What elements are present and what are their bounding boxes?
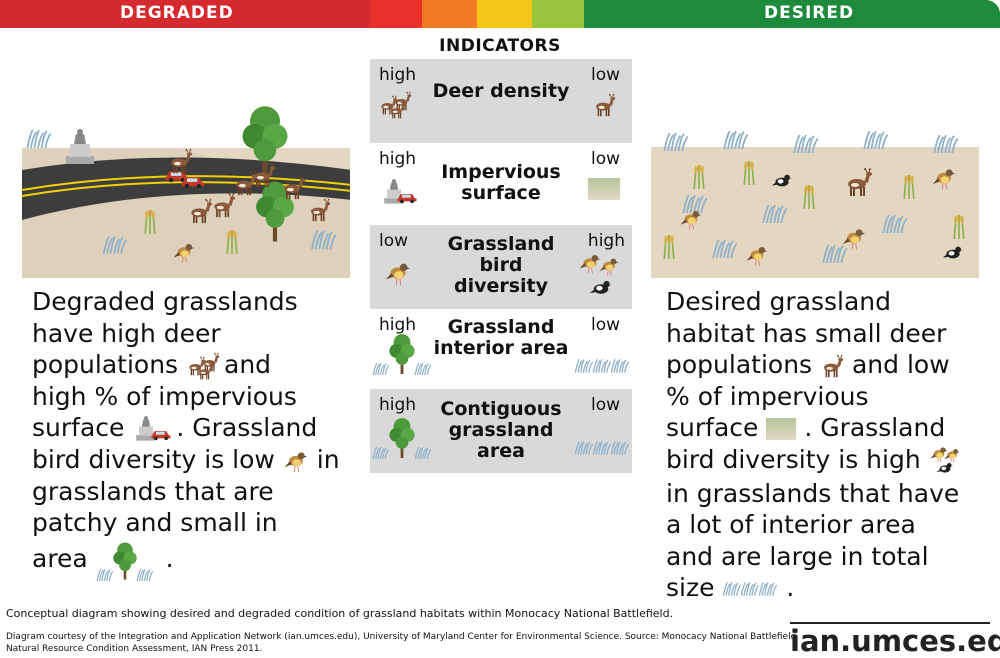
indicator-impervious-surface: high low Impervious surface xyxy=(370,143,632,227)
degraded-label: DEGRADED xyxy=(120,3,234,23)
single-deer-icon xyxy=(595,93,616,117)
tree-grassland-icon xyxy=(96,541,154,581)
desired-description: Desired grassland habitat has small deer… xyxy=(666,286,996,604)
single-deer-icon xyxy=(823,354,844,378)
text-line: % of impervious xyxy=(666,381,869,411)
single-bird-icon xyxy=(284,451,308,473)
multiple-birds-icon xyxy=(929,446,960,473)
desired-label: DESIRED xyxy=(764,3,855,23)
text-line: bird diversity is low in xyxy=(32,445,340,474)
text-line: grasslands that are xyxy=(32,476,274,506)
indicator-name: Grassland interior area xyxy=(433,316,569,359)
grass-strip-icon xyxy=(574,359,630,373)
monument-car-icon xyxy=(384,179,417,204)
tree-grassland-icon xyxy=(372,418,432,459)
text-line: Degraded grasslands xyxy=(32,287,298,316)
logo-rule xyxy=(790,622,990,624)
text-line: area . xyxy=(32,539,362,581)
text-line: size . xyxy=(666,573,795,602)
deer-herd-icon xyxy=(189,352,220,380)
multiple-birds-icon xyxy=(579,254,619,294)
degraded-scene xyxy=(22,100,350,278)
ian-logo[interactable]: ian.umces.edu xyxy=(790,624,1000,658)
text-line: patchy and small in xyxy=(32,508,278,537)
text-line: surface . Grassland xyxy=(32,413,318,442)
indicator-contiguous-area: high low Contiguous grassland area xyxy=(370,389,632,473)
grass-strip-icon xyxy=(574,441,630,455)
text-line: in grasslands that have xyxy=(666,478,960,508)
indicator-right-value: low xyxy=(590,395,620,415)
grass-patch-icon xyxy=(766,418,797,440)
indicator-name: Grassland bird diversity xyxy=(447,233,555,297)
text-line: high % of impervious xyxy=(32,381,297,411)
text-line: bird diversity is high xyxy=(666,444,996,478)
indicator-right-value: high xyxy=(587,231,625,251)
indicator-name: Deer density xyxy=(432,80,570,102)
indicator-left-value: high xyxy=(379,315,417,335)
indicator-right-value: low xyxy=(590,65,620,85)
indicator-right-value: low xyxy=(590,149,620,169)
grass-strip-icon xyxy=(723,582,778,596)
deer-herd-icon xyxy=(381,91,412,119)
figure-caption: Conceptual diagram showing desired and d… xyxy=(6,607,674,620)
text-line: a lot of interior area xyxy=(666,510,916,539)
tree-grassland-icon xyxy=(372,334,432,375)
text-line: surface . Grassland xyxy=(666,413,946,442)
text-line: and are large in total xyxy=(666,541,929,571)
indicator-interior-area: high low Grassland interior area xyxy=(370,309,632,393)
indicator-left-value: high xyxy=(379,149,417,169)
desired-scene xyxy=(651,125,979,278)
indicator-right-value: low xyxy=(590,315,620,335)
degraded-description: Degraded grasslands have high deer popul… xyxy=(32,286,362,581)
text-line: have high deer xyxy=(32,318,221,348)
text-line: populations and low xyxy=(666,350,950,379)
indicator-left-value: high xyxy=(379,395,417,415)
indicator-name: Contiguous grassland area xyxy=(440,398,562,462)
text-line: habitat has small deer xyxy=(666,318,947,348)
indicator-deer-density: high low Deer density xyxy=(370,59,632,143)
condition-gradient-bar: DEGRADED DESIRED xyxy=(0,0,1000,28)
figure-credit: Diagram courtesy of the Integration and … xyxy=(6,632,797,654)
indicator-left-value: low xyxy=(379,231,409,251)
indicator-left-value: high xyxy=(379,65,417,85)
grass-patch-icon xyxy=(588,178,620,200)
monument-car-icon xyxy=(136,416,171,441)
indicator-name: Impervious surface xyxy=(441,161,561,204)
indicators-title: INDICATORS xyxy=(439,36,561,56)
text-line: Desired grassland xyxy=(666,287,892,316)
text-line: populations and xyxy=(32,350,272,380)
single-bird-icon xyxy=(385,263,411,286)
indicator-bird-diversity: low high Grassland bird diversity xyxy=(370,225,632,309)
